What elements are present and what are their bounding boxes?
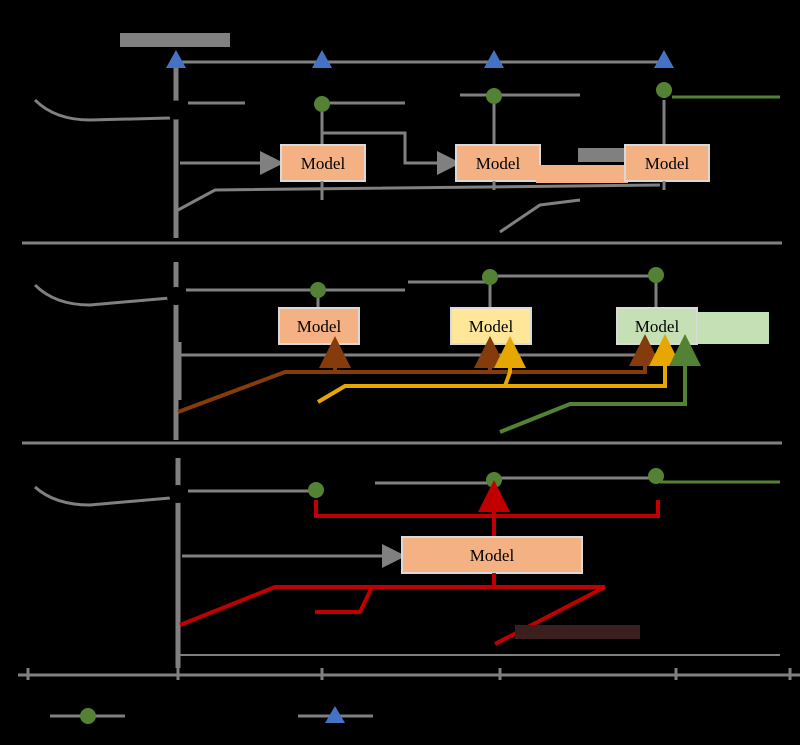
history-curve [33, 98, 171, 122]
observation-circle-icon [308, 482, 324, 498]
history-curve [33, 283, 171, 307]
panel-direct: Model Model Model [22, 262, 782, 445]
forecast-triangle-icon [325, 706, 345, 723]
connector-block [578, 148, 624, 162]
model-box [401, 536, 583, 574]
model-box-extension [536, 165, 628, 183]
forecast-triangle-icon [484, 50, 504, 68]
current-state-node [166, 100, 186, 120]
model-box [624, 144, 710, 182]
forecast-triangle-icon [654, 50, 674, 68]
observation-circle-icon [314, 96, 330, 112]
annotation-block [515, 625, 640, 639]
feedback-line [177, 183, 661, 212]
header-bar [120, 33, 230, 47]
red-bracket [314, 500, 660, 518]
model-box-label: Model [476, 154, 521, 173]
green-path [499, 334, 701, 434]
brown-path [177, 334, 661, 414]
connector [322, 131, 461, 175]
red-path [494, 585, 606, 646]
red-path [179, 585, 605, 627]
observation-circle-icon [656, 82, 672, 98]
model-box [455, 144, 541, 182]
observation-circle-icon [80, 708, 96, 724]
observation-circle-icon [486, 472, 502, 488]
model-box-label: Model [469, 317, 514, 336]
forecast-triangle-icon [166, 50, 186, 68]
model-box-label: Model [645, 154, 690, 173]
panel-recursive: Model Model Model [22, 33, 782, 245]
gold-path [494, 336, 526, 387]
observation-circle-icon [486, 88, 502, 104]
current-state-node [167, 287, 185, 305]
current-state-node [169, 485, 187, 503]
observation-circle-icon [310, 282, 326, 298]
observation-circle-icon [482, 269, 498, 285]
panel-multi-output: Model [18, 458, 800, 680]
model-box-extension [697, 312, 769, 344]
observation-circle-icon [648, 267, 664, 283]
legend [50, 706, 373, 724]
model-box-label: Model [635, 317, 680, 336]
model-box-label: Model [301, 154, 346, 173]
model-box-label: Model [297, 317, 342, 336]
model-box [280, 144, 366, 182]
feedback-line [499, 198, 581, 234]
red-path [315, 586, 374, 614]
observation-circle-icon [648, 468, 664, 484]
history-curve [33, 485, 171, 507]
forecast-triangle-icon [312, 50, 332, 68]
model-box-label: Model [470, 546, 515, 565]
